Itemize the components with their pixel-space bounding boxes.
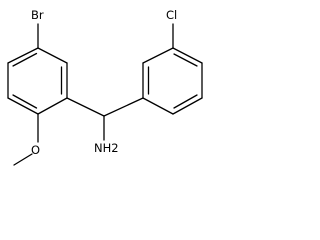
amine-label: NH2	[94, 141, 119, 155]
chlorine-label: Cl	[166, 8, 177, 22]
bond	[172, 47, 203, 64]
bond	[7, 47, 39, 64]
bond	[142, 47, 174, 64]
bond	[172, 97, 203, 115]
left-benzene-ring	[7, 47, 68, 115]
aromatic-inner-bond	[173, 94, 198, 109]
bromine-label: Br	[31, 8, 44, 22]
substituent-bonds	[13, 23, 174, 166]
molecule-structure: Br Cl O NH2	[7, 8, 203, 166]
bond	[7, 97, 39, 115]
aromatic-inner-bond	[173, 53, 198, 67]
aromatic-inner-bond	[12, 94, 38, 109]
bond	[37, 97, 68, 115]
bond	[37, 47, 68, 64]
atom-labels: Br Cl O NH2	[31, 8, 177, 157]
bond	[142, 97, 174, 115]
ring-to-ch-bond	[66, 97, 105, 117]
oxygen-to-methyl-bond	[13, 153, 33, 166]
aromatic-inner-bond	[12, 52, 38, 67]
right-benzene-ring	[142, 47, 203, 115]
oxygen-label: O	[31, 143, 40, 157]
ch-to-ring-bond	[103, 97, 144, 117]
